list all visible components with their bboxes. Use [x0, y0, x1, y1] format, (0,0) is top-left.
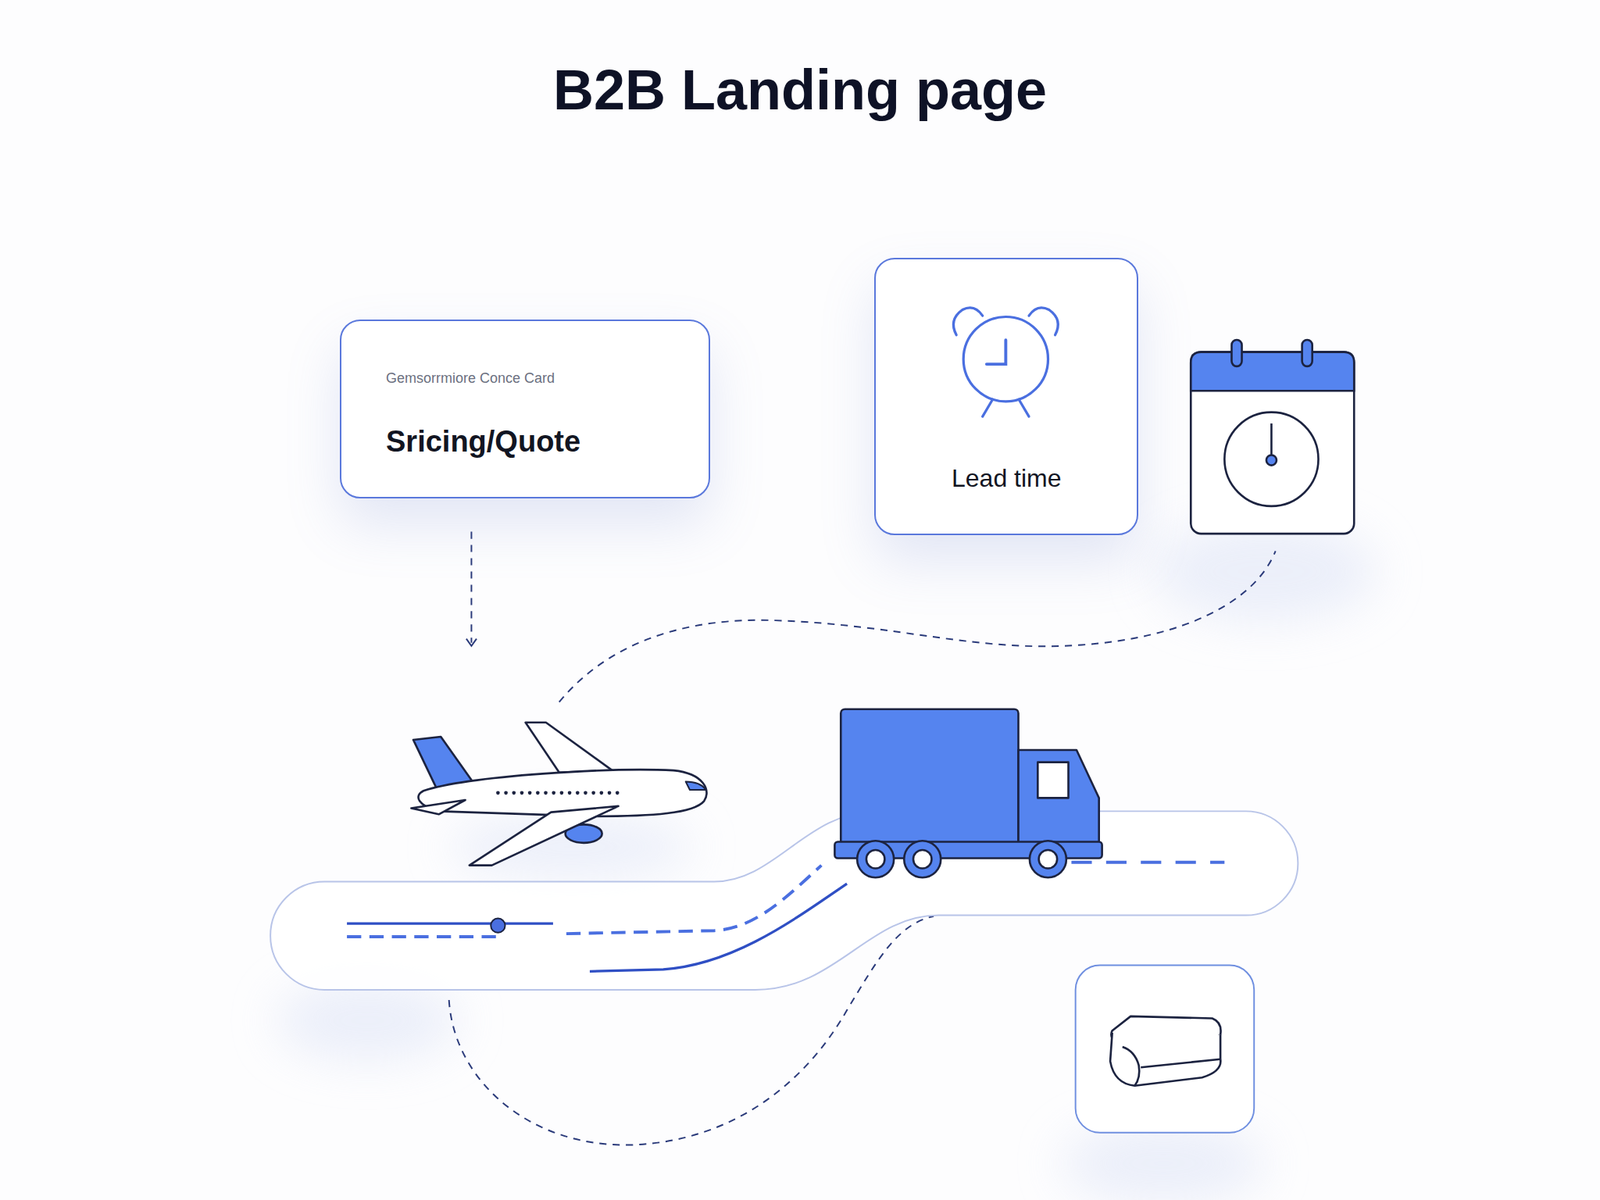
- calendar-icon: [1190, 339, 1354, 534]
- card-label: Lead time: [951, 463, 1062, 493]
- truck: [834, 709, 1102, 879]
- card-label: Sricing/Quote: [385, 423, 581, 460]
- alarm-clock-icon: [875, 259, 1137, 534]
- package-tile: [1075, 965, 1255, 1133]
- dashed-arrow: [466, 531, 477, 646]
- route-curve: [559, 550, 1276, 702]
- airplane: [410, 722, 707, 866]
- card-subtitle: Gemsorrmiore Conce Card: [385, 369, 555, 387]
- quote-card: Gemsorrmiore Conce CardSricing/Quote: [339, 319, 711, 499]
- lead-time-card: Lead time: [874, 257, 1139, 536]
- page-title: B2B Landing page: [553, 57, 1047, 122]
- road-band: [270, 810, 1298, 990]
- road-lines: [346, 862, 1225, 972]
- plane-windows: [496, 791, 620, 796]
